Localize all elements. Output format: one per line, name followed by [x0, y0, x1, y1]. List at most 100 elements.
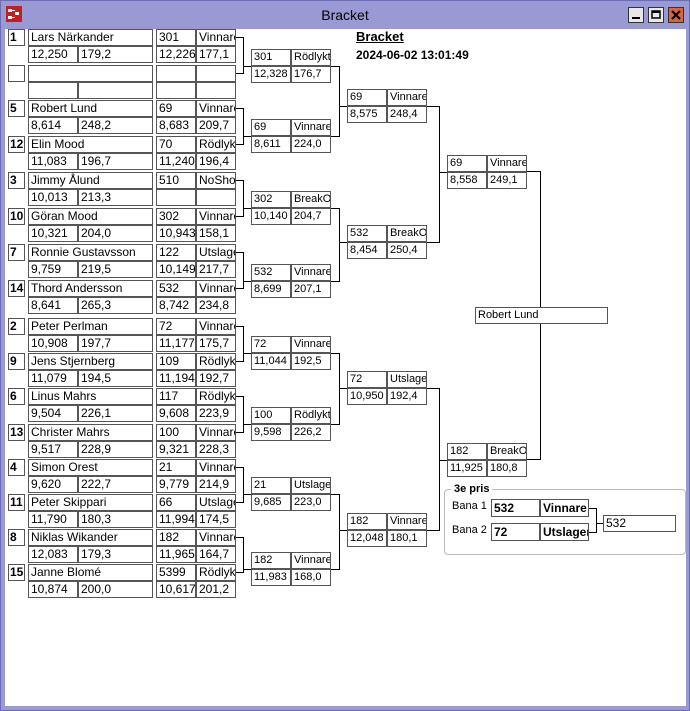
lane-number[interactable]: 122	[156, 244, 196, 261]
bracket-line	[339, 106, 347, 107]
lane-score: 8,683	[156, 117, 196, 134]
lane-score: 12,328	[251, 66, 291, 83]
match-result[interactable]: BreakOut	[387, 225, 427, 242]
lane-number[interactable]: 66	[156, 494, 196, 511]
match-result[interactable]: Utslagen	[196, 494, 236, 511]
lane-score: 11,994	[156, 511, 196, 528]
lane-number[interactable]: 302	[156, 208, 196, 225]
player-score: 9,504	[28, 405, 78, 422]
match-result[interactable]: BreakOut	[487, 443, 527, 460]
match-result[interactable]: Rödlyktan	[196, 388, 236, 405]
match-result[interactable]: Vinnare	[196, 280, 236, 297]
lane-number[interactable]	[156, 65, 196, 82]
bracket-line	[427, 530, 439, 531]
lane-average: 180,8	[487, 460, 527, 477]
bracket-line	[331, 494, 339, 495]
match-result[interactable]: Utslagen	[291, 477, 331, 494]
maximize-button[interactable]	[648, 7, 664, 23]
lane-number[interactable]: 302	[251, 191, 291, 208]
lane-number[interactable]: 72	[156, 318, 196, 335]
match-result[interactable]	[196, 65, 236, 82]
match-result[interactable]: NoShow	[196, 172, 236, 189]
third-result-1[interactable]: Vinnare	[540, 499, 589, 517]
lane-number[interactable]: 532	[347, 225, 387, 242]
lane-number[interactable]: 69	[251, 119, 291, 136]
bracket-line	[243, 252, 244, 289]
lane-number[interactable]: 5399	[156, 564, 196, 581]
lane-1-label: Bana 1	[452, 500, 487, 512]
match-result[interactable]: Vinnare	[196, 208, 236, 225]
bracket-line	[243, 326, 244, 362]
lane-number[interactable]: 72	[251, 336, 291, 353]
lane-number[interactable]: 510	[156, 172, 196, 189]
match-result[interactable]: Rödlyktan	[196, 564, 236, 581]
match-result[interactable]: Vinnare	[291, 552, 331, 569]
seed-number: 2	[8, 318, 25, 335]
lane-number[interactable]: 21	[251, 477, 291, 494]
player-average: 222,7	[78, 476, 153, 493]
lane-score: 12,226	[156, 46, 196, 63]
lane-number[interactable]: 100	[156, 424, 196, 441]
close-button[interactable]	[668, 7, 684, 23]
lane-number[interactable]: 70	[156, 136, 196, 153]
player-name: Niklas Wikander	[28, 529, 153, 546]
match-result[interactable]: Vinnare	[196, 424, 236, 441]
lane-average: 209,7	[196, 117, 236, 134]
lane-number[interactable]: 182	[251, 552, 291, 569]
third-lane-1[interactable]: 532	[491, 499, 540, 517]
lane-number[interactable]: 182	[347, 513, 387, 530]
match-result[interactable]: Rödlyktan	[196, 136, 236, 153]
lane-number[interactable]: 69	[156, 100, 196, 117]
player-score	[28, 82, 78, 99]
lane-number[interactable]: 301	[251, 49, 291, 66]
lane-number[interactable]: 21	[156, 459, 196, 476]
third-result-2[interactable]: Utslagen	[540, 523, 589, 541]
match-result[interactable]: Vinnare	[387, 89, 427, 106]
match-result[interactable]: Vinnare	[196, 318, 236, 335]
third-place-group	[444, 489, 686, 555]
player-name: Ronnie Gustavsson	[28, 244, 153, 261]
player-average: 265,3	[78, 297, 153, 314]
match-result[interactable]: Utslagen	[196, 244, 236, 261]
third-lane-2[interactable]: 72	[491, 523, 540, 541]
lane-number[interactable]: 117	[156, 388, 196, 405]
match-result[interactable]: Rödlyktan	[291, 49, 331, 66]
lane-number[interactable]: 182	[156, 529, 196, 546]
lane-average: 223,9	[196, 405, 236, 422]
title-bar[interactable]: Bracket	[1, 1, 689, 29]
match-result[interactable]: Vinnare	[487, 155, 527, 172]
match-result[interactable]: Rödlyktan	[196, 353, 236, 370]
lane-number[interactable]: 109	[156, 353, 196, 370]
lane-number[interactable]: 532	[156, 280, 196, 297]
match-result[interactable]: Vinnare	[196, 29, 236, 46]
lane-number[interactable]: 69	[447, 155, 487, 172]
match-result[interactable]: Utslagen	[387, 371, 427, 388]
lane-score: 11,983	[251, 569, 291, 586]
lane-number[interactable]: 69	[347, 89, 387, 106]
lane-number[interactable]: 182	[447, 443, 487, 460]
minimize-button[interactable]	[628, 7, 644, 23]
match-result[interactable]: Vinnare	[196, 459, 236, 476]
match-result[interactable]: Vinnare	[387, 513, 427, 530]
bracket-line	[427, 242, 439, 243]
lane-number[interactable]: 100	[251, 407, 291, 424]
bracket-line	[243, 569, 251, 570]
match-result[interactable]: Vinnare	[196, 529, 236, 546]
lane-number[interactable]: 72	[347, 371, 387, 388]
match-result[interactable]: Vinnare	[291, 119, 331, 136]
match-result[interactable]: BreakOut	[291, 191, 331, 208]
match-result[interactable]: Vinnare	[291, 264, 331, 281]
player-name: Göran Mood	[28, 208, 153, 225]
lane-number[interactable]: 301	[156, 29, 196, 46]
bracket-line	[331, 353, 339, 354]
bracket-line	[243, 208, 251, 209]
match-result[interactable]: Vinnare	[291, 336, 331, 353]
bracket-line	[439, 388, 440, 531]
seed-number: 11	[8, 494, 25, 511]
player-average: 197,7	[78, 335, 153, 352]
player-score: 11,790	[28, 511, 78, 528]
match-result[interactable]: Rödlyktan	[291, 407, 331, 424]
lane-number[interactable]: 532	[251, 264, 291, 281]
match-result[interactable]: Vinnare	[196, 100, 236, 117]
player-name: Janne Blomé	[28, 564, 153, 581]
